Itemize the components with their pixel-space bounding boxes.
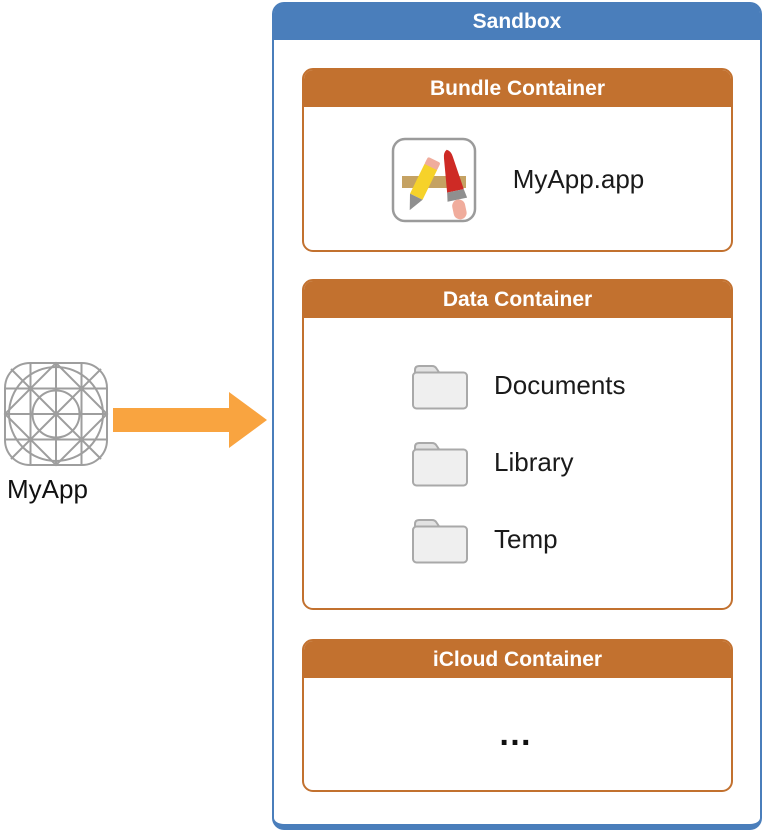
- app-label: MyApp: [7, 474, 88, 504]
- folder-label: Documents: [494, 369, 626, 400]
- folder-icon: [412, 519, 468, 564]
- icloud-container-title: iCloud Container: [304, 641, 731, 678]
- sandbox-title: Sandbox: [274, 4, 760, 40]
- bundle-container: Bundle Container MyApp.: [302, 68, 733, 252]
- app-bundle-label: MyApp.app: [512, 164, 645, 194]
- icloud-container-body: …: [304, 678, 731, 790]
- arrow-right-icon: [113, 392, 267, 448]
- data-container-body: Documents Library Temp: [304, 318, 731, 566]
- folder-row-library: Library: [408, 435, 731, 489]
- data-container: Data Container Documents Library: [302, 279, 733, 610]
- icloud-ellipsis: …: [498, 714, 537, 753]
- folder-label: Temp: [494, 523, 558, 554]
- bundle-container-body: MyApp.app: [304, 107, 731, 250]
- icloud-container: iCloud Container …: [302, 639, 733, 792]
- folder-row-temp: Temp: [408, 512, 731, 566]
- brush-icon: [443, 149, 467, 219]
- sandbox-box: Sandbox Bundle Container: [272, 2, 762, 830]
- app-wireframe-icon: [3, 361, 109, 467]
- folder-icon: [412, 365, 468, 410]
- data-container-title: Data Container: [304, 281, 731, 318]
- folder-icon: [412, 442, 468, 487]
- folder-label: Library: [494, 446, 574, 477]
- app-store-icon: [391, 137, 476, 222]
- pencil-icon: [409, 156, 440, 210]
- bundle-container-title: Bundle Container: [304, 70, 731, 107]
- folder-row-documents: Documents: [408, 358, 731, 412]
